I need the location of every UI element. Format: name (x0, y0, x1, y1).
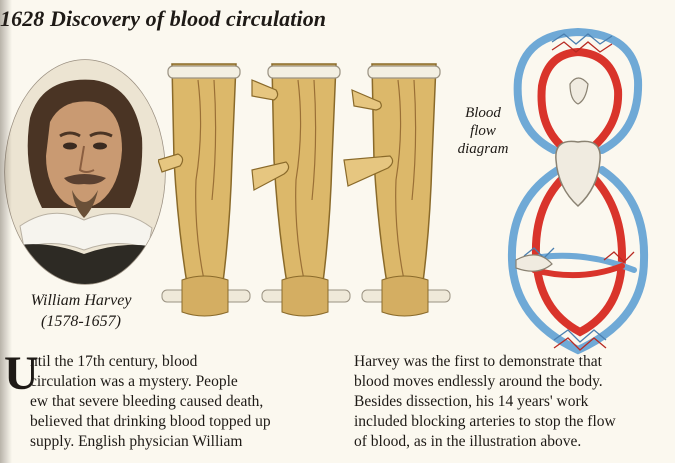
heart-icon (555, 140, 601, 208)
arm-2 (271, 63, 337, 291)
drop-cap: U (4, 347, 39, 400)
page-gutter-shadow (0, 0, 12, 463)
body-right-line-5: of blood, as in the illustration above. (354, 433, 582, 450)
diagram-label-line-2: flow (470, 123, 496, 139)
diagram-label-line-1: Blood (465, 105, 501, 121)
body-left-line-1: ntil the 17th century, blood (30, 353, 198, 370)
body-left-line-3: ew that severe bleeding caused death, (30, 393, 264, 410)
portrait-illustration (4, 59, 166, 285)
organ-icon (515, 254, 553, 272)
body-right-line-4: included blocking arteries to stop the f… (354, 413, 616, 430)
portrait-caption: William Harvey (1578-1657) (16, 290, 146, 332)
artery-upper-loop (537, 47, 623, 154)
vein-lower-loop (507, 166, 649, 355)
arms-illustration (157, 40, 458, 330)
body-text-left: ntil the 17th century, blood circulation… (30, 352, 340, 452)
lungs-icon (569, 77, 589, 105)
vein-upper-loop (513, 27, 643, 154)
portrait-dates: (1578-1657) (41, 313, 121, 330)
diagram-label-line-3: diagram (457, 141, 509, 157)
body-right-line-1: Harvey was the first to demonstrate that (354, 353, 602, 370)
artery-lower-loop (531, 166, 627, 337)
page-title: 1628 Discovery of blood circulation (0, 6, 327, 31)
portrait-name: William Harvey (30, 292, 132, 309)
arm-3 (371, 63, 437, 291)
arm-1 (171, 63, 237, 291)
portrait (2, 58, 168, 290)
body-right-line-2: blood moves endlessly around the body. (354, 373, 603, 390)
diagram-label: Blood flow diagram (452, 104, 514, 158)
body-right-line-3: Besides dissection, his 14 years' work (354, 393, 589, 410)
body-left-line-5: supply. English physician William (30, 433, 243, 450)
body-left-line-2: circulation was a mystery. People (30, 373, 238, 390)
body-text-right: Harvey was the first to demonstrate that… (354, 352, 664, 452)
body-left-line-4: believed that drinking blood topped up (30, 413, 271, 430)
blood-flow-diagram (494, 20, 664, 365)
